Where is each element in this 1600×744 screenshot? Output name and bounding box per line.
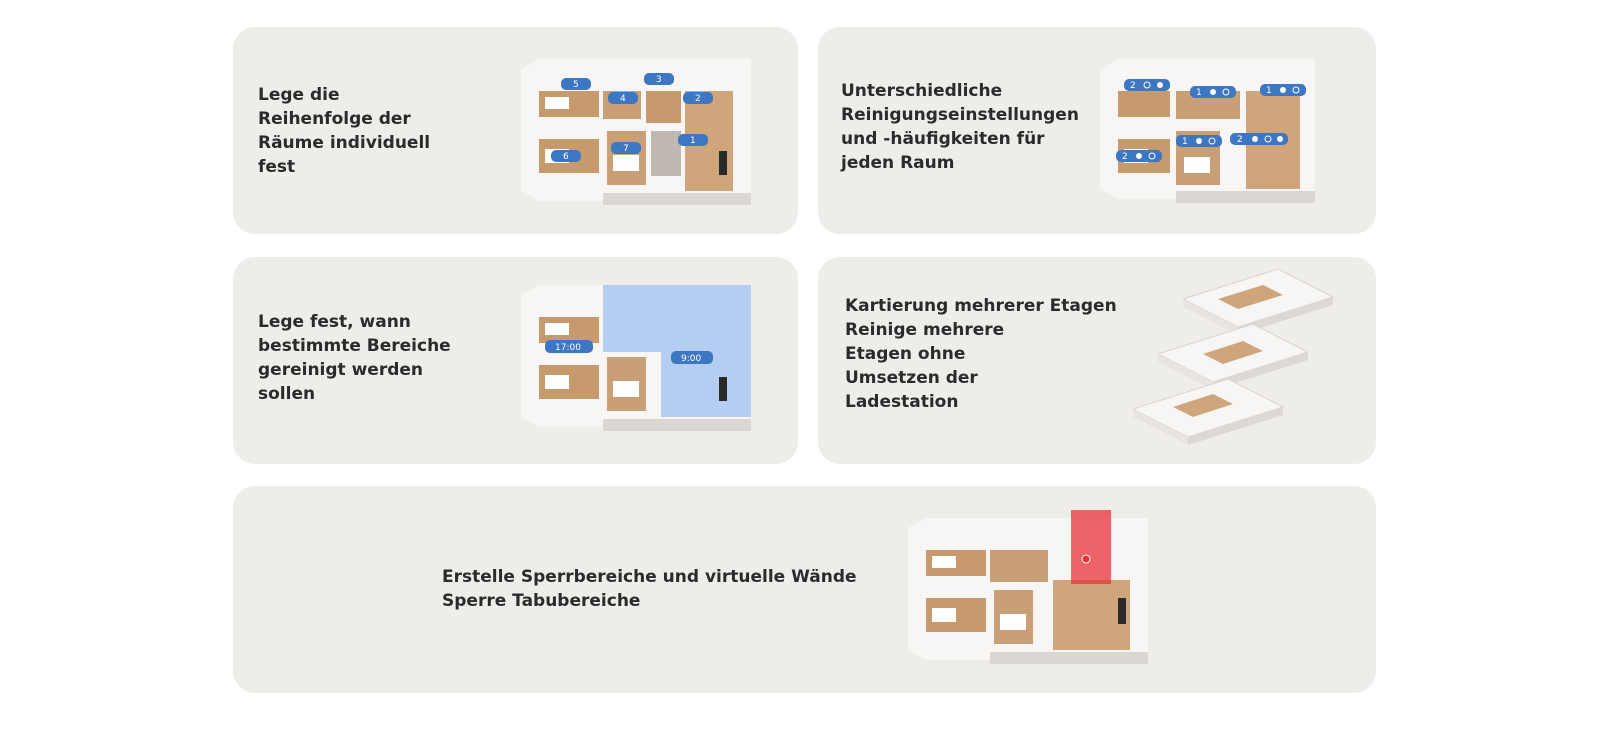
feature-card-room-settings: Unterschiedliche Reinigungseinstellungen…: [818, 27, 1376, 234]
water-drop-icon: [1210, 89, 1216, 95]
room-badge: 1: [678, 134, 708, 146]
svg-text:2: 2: [1122, 152, 1128, 162]
feature-line: Ladestation: [845, 392, 959, 412]
feature-line: gereinigt werden: [258, 360, 424, 380]
room-badge: 6: [551, 150, 581, 162]
room-badge: 2: [683, 92, 713, 104]
feature-line: Umsetzen der: [845, 368, 978, 388]
room-setting-badge: 2: [1124, 79, 1170, 91]
no-go-zone-icon: [1071, 510, 1111, 584]
suction-icon: [1148, 152, 1156, 160]
floor-level-1: [1181, 269, 1335, 335]
feature-line: fest: [258, 157, 296, 177]
water-drop-icon: [1280, 87, 1286, 93]
room-badge: 4: [608, 92, 638, 104]
schedule-badge: 9:00: [671, 351, 713, 364]
svg-text:1: 1: [1182, 137, 1188, 147]
svg-text:4: 4: [620, 94, 626, 104]
feature-line: und -häufigkeiten für: [841, 129, 1045, 149]
water-drop-icon: [1277, 136, 1283, 142]
svg-text:17:00: 17:00: [555, 343, 581, 353]
room-badge: 5: [561, 78, 591, 90]
multi-floor-illustration: [1133, 269, 1335, 445]
feature-card-no-go-zones: Erstelle Sperrbereiche und virtuelle Wän…: [233, 486, 1376, 693]
water-drop-icon: [1136, 153, 1142, 159]
room-badge: 3: [644, 73, 674, 85]
svg-text:1: 1: [1266, 86, 1272, 96]
svg-text:5: 5: [573, 80, 579, 90]
svg-text:3: 3: [656, 75, 662, 85]
feature-line: Etagen ohne: [845, 344, 966, 364]
feature-line: Reihenfolge der: [258, 109, 411, 129]
feature-text-room-order: Lege die Reihenfolge der Räume individue…: [258, 83, 430, 179]
svg-text:2: 2: [695, 94, 701, 104]
feature-line: Lege fest, wann: [258, 312, 411, 332]
svg-text:2: 2: [1237, 135, 1243, 145]
schedule-badge: 17:00: [545, 340, 593, 353]
feature-line: Unterschiedliche: [841, 81, 1003, 101]
svg-text:7: 7: [623, 144, 629, 154]
floor-plan-illustration: [908, 510, 1148, 664]
suction-icon: [1264, 135, 1272, 143]
svg-text:1: 1: [1196, 88, 1202, 98]
room-setting-badge: 1: [1176, 135, 1222, 147]
feature-line: sollen: [258, 384, 316, 404]
suction-icon: [1143, 81, 1151, 89]
floor-level-2: [1156, 323, 1310, 390]
svg-text:6: 6: [563, 152, 569, 162]
feature-line: Reinige mehrere: [845, 320, 1005, 340]
water-drop-icon: [1196, 138, 1202, 144]
svg-text:9:00: 9:00: [681, 354, 701, 364]
feature-line: Erstelle Sperrbereiche und virtuelle Wän…: [442, 567, 857, 587]
feature-text-multi-floor: Kartierung mehrerer Etagen Reinige mehre…: [845, 294, 1117, 414]
feature-text-room-settings: Unterschiedliche Reinigungseinstellungen…: [841, 79, 1079, 175]
feature-text-no-go-zones: Erstelle Sperrbereiche und virtuelle Wän…: [442, 565, 857, 613]
suction-icon: [1292, 86, 1300, 94]
feature-line: Räume individuell: [258, 133, 431, 153]
room-setting-badge: 2: [1230, 133, 1288, 145]
floor-plan-illustration: 2 1 1 1 2 2: [1100, 59, 1315, 203]
room-setting-badge: 1: [1190, 86, 1236, 98]
floor-level-3: [1133, 378, 1285, 445]
feature-card-room-order: Lege die Reihenfolge der Räume individue…: [233, 27, 798, 234]
feature-line: Reinigungseinstellungen: [841, 105, 1079, 125]
feature-text-schedule: Lege fest, wann bestimmte Bereiche gerei…: [258, 310, 451, 406]
feature-card-multi-floor: Kartierung mehrerer Etagen Reinige mehre…: [818, 257, 1376, 464]
suction-icon: [1222, 88, 1230, 96]
floor-plan-illustration: 17:00 9:00: [521, 285, 751, 431]
feature-card-schedule: Lege fest, wann bestimmte Bereiche gerei…: [233, 257, 798, 464]
feature-line: Sperre Tabubereiche: [442, 591, 641, 611]
water-drop-icon: [1157, 82, 1163, 88]
room-badge: 7: [611, 142, 641, 154]
water-drop-icon: [1252, 136, 1258, 142]
floor-plan-illustration: 5 3 4 2 6 7 1: [521, 59, 751, 205]
room-setting-badge: 1: [1260, 84, 1306, 96]
svg-text:1: 1: [690, 136, 696, 146]
feature-line: Lege die: [258, 85, 340, 105]
svg-text:2: 2: [1130, 81, 1136, 91]
feature-line: Kartierung mehrerer Etagen: [845, 296, 1117, 316]
feature-line: jeden Raum: [841, 153, 955, 173]
room-setting-badge: 2: [1116, 150, 1162, 162]
feature-line: bestimmte Bereiche: [258, 336, 451, 356]
suction-icon: [1208, 137, 1216, 145]
